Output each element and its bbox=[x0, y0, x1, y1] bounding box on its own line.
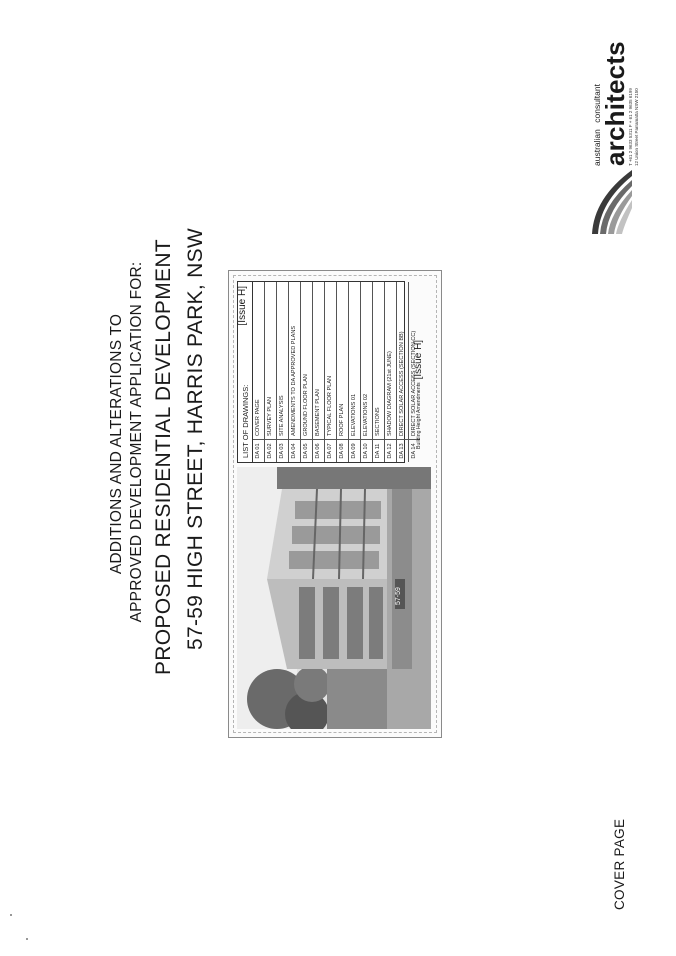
drawing-number: DA 04 bbox=[289, 439, 300, 462]
drawing-number: DA 12 bbox=[385, 439, 396, 462]
drawing-number: DA 11 bbox=[373, 439, 384, 462]
drawing-name: BASEMENT PLAN bbox=[315, 389, 321, 436]
scan-speck bbox=[26, 938, 28, 940]
drawing-name: SECTIONS bbox=[375, 407, 381, 436]
drawing-name: TYPICAL FLOOR PLAN bbox=[327, 375, 333, 436]
architect-logo-text: australian consultant architects T +61 2… bbox=[592, 41, 640, 166]
drawing-number: DA 02 bbox=[265, 439, 276, 462]
scan-speck bbox=[10, 914, 12, 916]
drawing-row: DA 11 SECTIONS bbox=[373, 282, 385, 462]
title-line-2: APPROVED DEVELOPMENT APPLICATION FOR: bbox=[128, 261, 145, 623]
drawing-row: DA 08 ROOF PLAN bbox=[337, 282, 349, 462]
amendment-note: Building Height Amendments [Issue H] bbox=[413, 340, 424, 449]
drawing-name: GROUND FLOOR PLAN bbox=[303, 374, 309, 436]
drawing-number: DA 05 bbox=[301, 439, 312, 462]
drawing-name: ROOF PLAN bbox=[339, 403, 345, 436]
drawing-name: ELEVATIONS 02 bbox=[363, 393, 369, 436]
drawing-number: DA 07 bbox=[325, 439, 336, 462]
drawing-name: SHADOW DIAGRAM (21st JUNE) bbox=[387, 351, 393, 436]
drawing-name: SITE ANALYSIS bbox=[279, 395, 285, 436]
drawing-list-header: LIST OF DRAWINGS: [Issue H] bbox=[237, 282, 253, 462]
drawing-row: DA 06 BASEMENT PLAN bbox=[313, 282, 325, 462]
drawing-row: DA 12 SHADOW DIAGRAM (21st JUNE) bbox=[385, 282, 397, 462]
cover-board: 57-59 LIST OF DRAWINGS: [Issue H] DA 01 C… bbox=[228, 270, 442, 738]
drawing-row: DA 02 SURVEY PLAN bbox=[265, 282, 277, 462]
drawing-row: DA 09 ELEVATIONS 01 bbox=[349, 282, 361, 462]
title-line-1: ADDITIONS AND ALTERATIONS TO bbox=[108, 313, 125, 575]
project-title: PROPOSED RESIDENTIAL DEVELOPMENT bbox=[152, 239, 175, 675]
amendment-text: Building Height Amendments bbox=[415, 382, 422, 449]
issue-label: [Issue H] bbox=[237, 286, 248, 326]
logo-contact-address: 12 Union Street Parramatta NSW 2150 bbox=[634, 88, 639, 166]
logo-architects: architects bbox=[600, 41, 630, 166]
drawing-row: DA 05 GROUND FLOOR PLAN bbox=[301, 282, 313, 462]
drawing-number: DA 06 bbox=[313, 439, 324, 462]
drawing-row: DA 04 AMENDMENTS TO DA APPROVED PLANS bbox=[289, 282, 301, 462]
drawing-list-heading: LIST OF DRAWINGS: bbox=[241, 384, 250, 458]
drawing-number: DA 08 bbox=[337, 439, 348, 462]
amendment-issue: [Issue H] bbox=[413, 339, 424, 380]
drawing-name: SURVEY PLAN bbox=[267, 397, 273, 436]
drawing-row: DA 10 ELEVATIONS 02 bbox=[361, 282, 373, 462]
page-label: COVER PAGE bbox=[612, 818, 627, 910]
drawing-number: DA 03 bbox=[277, 439, 288, 462]
street-number-sign: 57-59 bbox=[395, 587, 402, 605]
drawing-row: DA 03 SITE ANALYSIS bbox=[277, 282, 289, 462]
drawing-name: AMENDMENTS TO DA APPROVED PLANS bbox=[291, 325, 297, 436]
drawing-row: DA 01 COVER PAGE bbox=[253, 282, 265, 462]
drawing-number: DA 01 bbox=[253, 439, 264, 462]
drawing-number: DA 10 bbox=[361, 439, 372, 462]
project-address: 57-59 HIGH STREET, HARRIS PARK, NSW bbox=[184, 227, 207, 650]
drawing-name: COVER PAGE bbox=[255, 399, 261, 436]
drawing-name: DIRECT SOLAR ACCESS (SECTION BB) bbox=[399, 331, 405, 436]
building-photo: 57-59 bbox=[237, 467, 431, 729]
drawing-row: DA 13 DIRECT SOLAR ACCESS (SECTION BB) bbox=[397, 282, 409, 462]
drawing-list: LIST OF DRAWINGS: [Issue H] DA 01 COVER P… bbox=[237, 281, 420, 463]
architect-logo-icon bbox=[588, 168, 636, 236]
drawing-number: DA 09 bbox=[349, 439, 360, 462]
drawing-row: DA 07 TYPICAL FLOOR PLAN bbox=[325, 282, 337, 462]
drawing-number: DA 13 bbox=[397, 439, 408, 462]
drawing-name: ELEVATIONS 01 bbox=[351, 393, 357, 436]
